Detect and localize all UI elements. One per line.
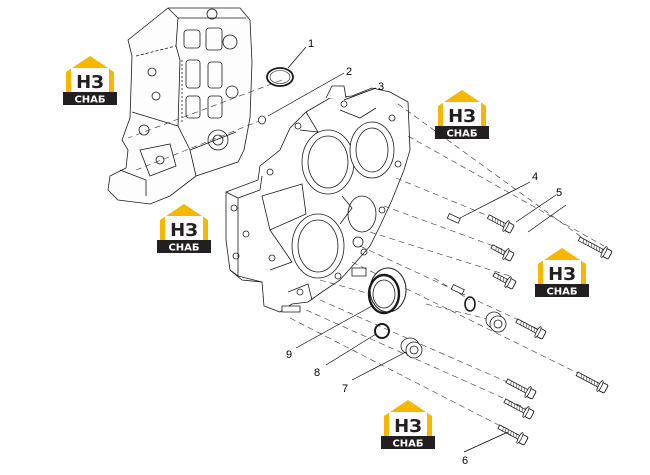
dowel-pin (446, 213, 461, 224)
watermark-logos: НЗ СНАБ НЗ СНАБ НЗ СНАБ НЗ СНАБ НЗ СНАБ (63, 56, 589, 450)
nz-snab-logo: НЗ СНАБ (535, 248, 589, 298)
bolt (577, 236, 613, 260)
ring (464, 296, 476, 312)
logo-letters: НЗ (394, 416, 422, 437)
bolt (490, 244, 515, 262)
leader-lines (267, 46, 567, 453)
gear-housing (225, 85, 411, 313)
callouts: 1 2 3 4 5 6 7 8 9 (286, 38, 562, 467)
nz-snab-logo: НЗ СНАБ (63, 56, 117, 106)
plug (485, 311, 507, 333)
crankshaft-seal (367, 267, 407, 315)
logo-letters: НЗ (548, 264, 576, 285)
bolt (575, 371, 609, 394)
dowel-pin (450, 284, 465, 295)
logo-letters: НЗ (170, 220, 198, 241)
logo-letters: НЗ (76, 72, 104, 93)
engine-block (107, 7, 253, 205)
nz-snab-logo: НЗ СНАБ (157, 204, 211, 254)
callout-4: 4 (532, 171, 538, 183)
callout-5: 5 (556, 187, 562, 199)
small-seal (258, 115, 266, 125)
callout-6: 6 (462, 455, 468, 467)
logo-caption: СНАБ (74, 95, 105, 106)
bolt (497, 424, 529, 446)
nz-snab-logo: НЗ СНАБ (381, 400, 435, 450)
bolt (515, 318, 547, 340)
o-ring (266, 67, 294, 87)
logo-caption: СНАБ (446, 129, 477, 140)
bolt (503, 398, 535, 420)
callout-7: 7 (342, 383, 348, 395)
logo-letters: НЗ (448, 106, 476, 127)
ring (374, 323, 390, 339)
callout-1: 1 (308, 38, 314, 50)
callout-9: 9 (286, 349, 292, 361)
callout-2: 2 (346, 66, 352, 78)
nz-snab-logo: НЗ СНАБ (435, 90, 489, 140)
plug (400, 337, 423, 359)
parts (258, 67, 507, 359)
callout-3: 3 (378, 81, 384, 93)
callout-8: 8 (314, 367, 320, 379)
bolt (486, 214, 515, 234)
bolts (486, 214, 613, 446)
logo-caption: СНАБ (392, 439, 423, 450)
logo-caption: СНАБ (168, 243, 199, 254)
bolt (505, 378, 537, 400)
bolt (492, 272, 517, 290)
logo-caption: СНАБ (546, 287, 577, 298)
